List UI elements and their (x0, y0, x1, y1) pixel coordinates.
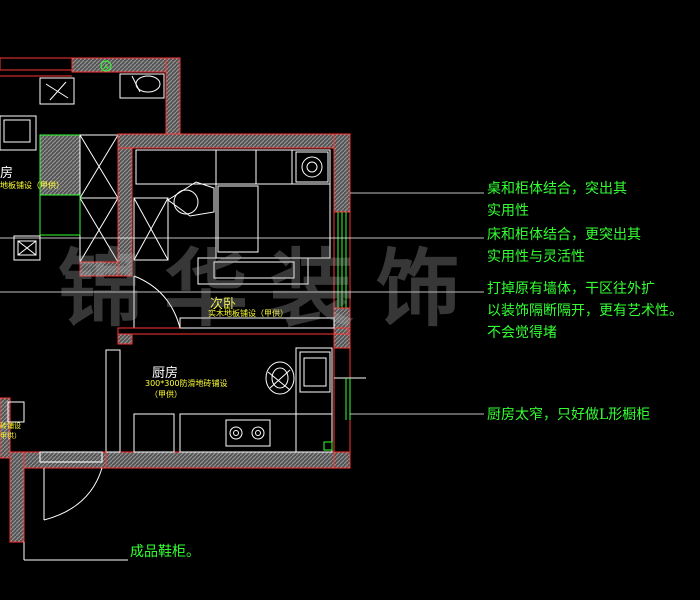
annotation-wall-removal: 打掉原有墙体，干区往外扩 以装饰隔断隔开，更有艺术性。 不会觉得堵 (487, 278, 683, 344)
sink-icon (299, 351, 331, 393)
axis-marker-icon: A (100, 60, 112, 72)
annotation-line: 实用性与灵活性 (487, 249, 585, 265)
annotation-kitchen: 厨房太窄，只好做L形橱柜 (487, 404, 650, 426)
stove-icon (225, 419, 271, 447)
kitchen-cabinets (133, 347, 333, 453)
annotation-line: 以装饰隔断隔开，更有艺术性。 (487, 303, 683, 319)
top-left-walls (0, 57, 181, 135)
second-bedroom-walls (117, 133, 351, 349)
leader-lines (0, 192, 484, 415)
second-bedroom-label: 次卧 (210, 297, 237, 312)
kitchen-floor-note-2: （甲供） (150, 390, 182, 399)
left-room-label: 房 (0, 166, 14, 181)
annotation-desk-cabinet: 桌和柜体结合，突出其 实用性 (487, 178, 627, 222)
kitchen-walls (105, 347, 366, 469)
annotation-line: 实用性 (487, 203, 529, 219)
second-bedroom-floor-note: 实木地板铺设（甲供） (208, 309, 288, 318)
annotation-line: 厨房太窄，只好做L形橱柜 (487, 407, 651, 423)
kitchen-label: 厨房 (152, 366, 179, 381)
door-swing-icon (133, 275, 181, 329)
bedroom-furniture (133, 149, 331, 329)
annotation-line: 桌和柜体结合，突出其 (487, 181, 627, 197)
table-icon (173, 189, 199, 215)
left-edge-note-2: 甲供） (0, 432, 21, 440)
annotation-bed-cabinet: 床和柜体结合，更突出其 实用性与灵活性 (487, 224, 641, 268)
desk-chair (0, 73, 165, 151)
partition-wall (117, 317, 349, 345)
shoe-cabinet-note: 成品鞋柜。 (130, 544, 200, 560)
annotation-line: 打掉原有墙体，干区往外扩 (487, 281, 655, 297)
left-room-walls (13, 133, 133, 277)
annotation-line: 不会觉得堵 (487, 325, 557, 341)
kitchen-floor-note-1: 300*300防滑地砖铺设 (145, 379, 228, 388)
company-watermark: 锦华装饰 (58, 239, 483, 338)
svg-text:A: A (104, 63, 109, 71)
left-room-floor-note: 地板铺设（甲供） (0, 181, 64, 190)
entry-walls (0, 397, 128, 561)
annotation-line: 床和柜体结合，更突出其 (487, 227, 641, 243)
left-edge-note-1: 砖铺设 (0, 422, 21, 430)
